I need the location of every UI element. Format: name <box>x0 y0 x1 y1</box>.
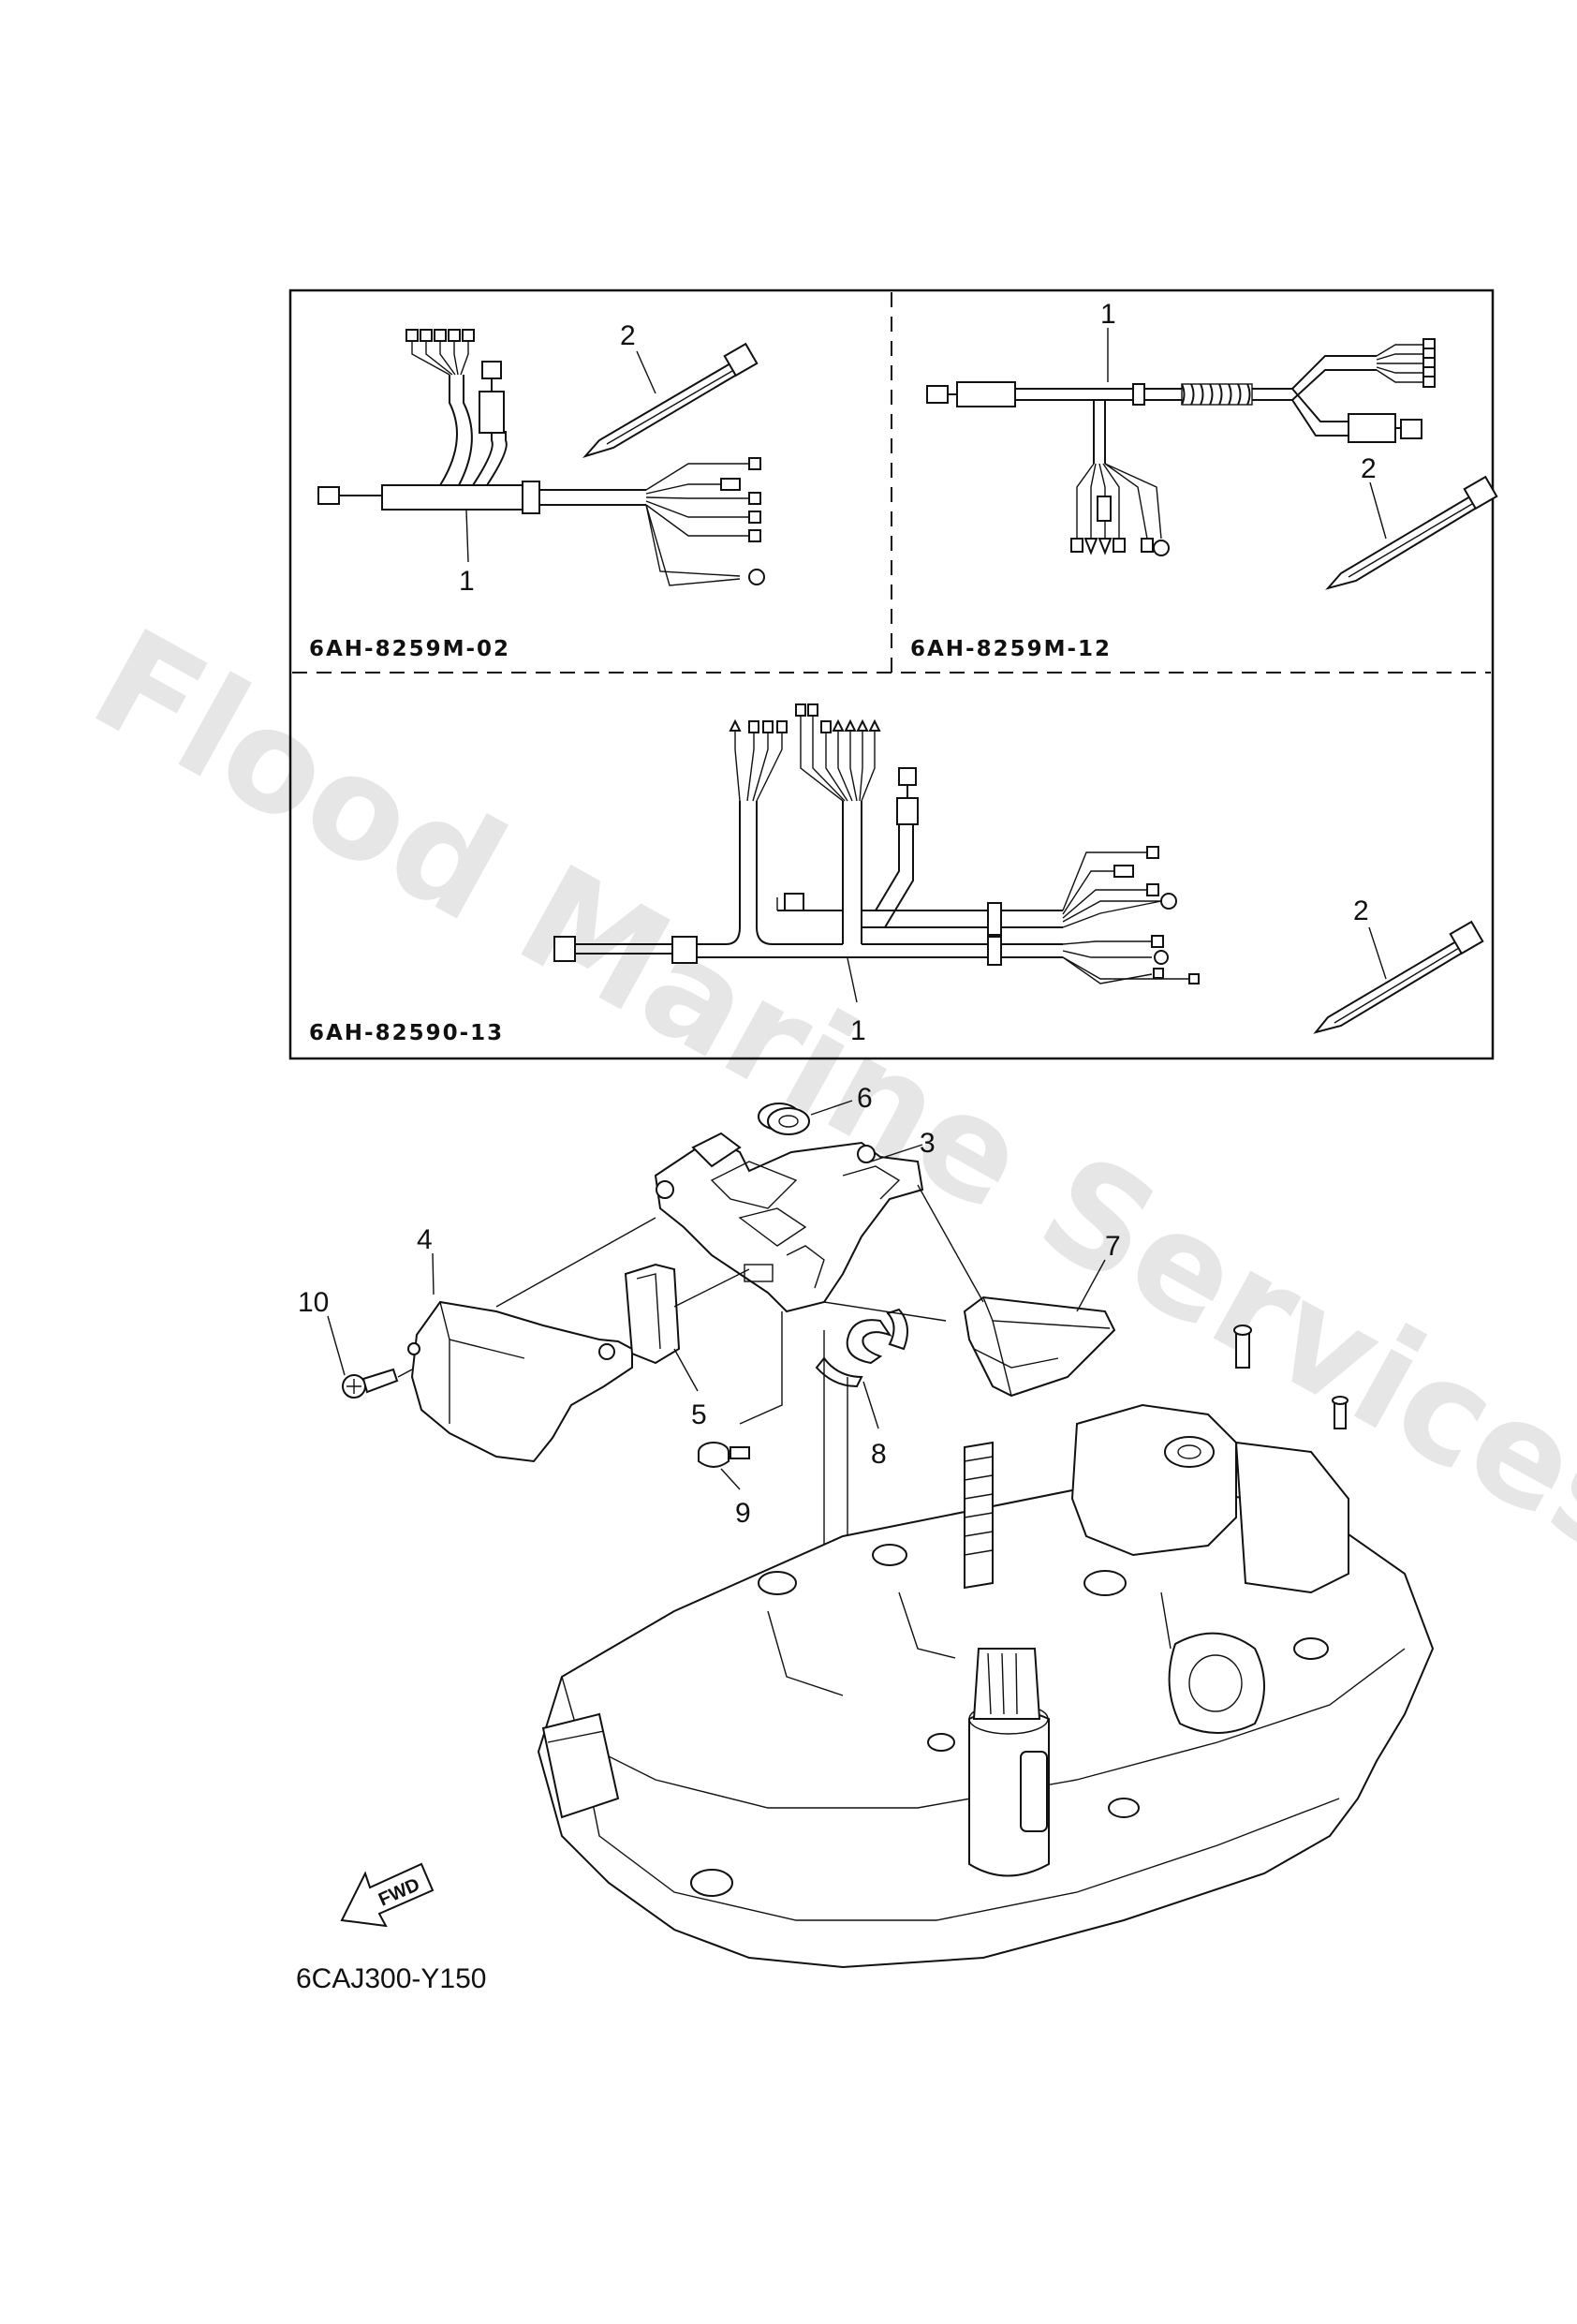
leader-4 <box>432 1252 435 1295</box>
panel-6ah-8259m-02: 1 2 6AH-8259M-02 <box>309 320 765 661</box>
leader-c1 <box>847 957 858 1003</box>
part-3-bracket <box>654 1132 924 1313</box>
callout-a2: 2 <box>620 320 636 351</box>
panel-code-c: 6AH-82590-13 <box>309 1021 504 1045</box>
exploded-assembly: 6 3 7 <box>296 1083 1435 1994</box>
leader-9 <box>720 1468 741 1490</box>
callout-6: 6 <box>857 1083 873 1114</box>
part-7-cover <box>963 1295 1116 1398</box>
callout-3: 3 <box>920 1128 936 1159</box>
callout-5: 5 <box>691 1399 707 1430</box>
leader-b2 <box>1369 481 1387 540</box>
figure-reference: 6CAJ300-Y150 <box>296 1963 486 1994</box>
engine-block <box>537 1325 1435 1969</box>
part-4-cover-plate <box>407 1300 633 1463</box>
callout-8: 8 <box>871 1439 887 1470</box>
callout-4: 4 <box>417 1224 433 1255</box>
callout-7: 7 <box>1105 1231 1121 1262</box>
leader-c2 <box>1368 926 1387 980</box>
panel-6ah-82590-13: 1 2 6AH-82590-13 <box>309 703 1484 1046</box>
wire-harness-a <box>317 329 765 586</box>
leader-7 <box>1076 1259 1106 1312</box>
leader-3 <box>870 1144 923 1162</box>
leader-a1 <box>465 510 469 563</box>
part-8-clamp <box>815 1308 908 1388</box>
cable-tie-c <box>1313 920 1484 1034</box>
callout-10: 10 <box>298 1287 329 1318</box>
callout-b2: 2 <box>1361 453 1377 484</box>
watermark: Flood Marine Services <box>68 599 1577 1590</box>
leader-a2 <box>636 350 656 394</box>
fwd-arrow: FWD <box>340 1862 435 1928</box>
cable-tie-b <box>1325 475 1498 590</box>
part-5-clip <box>624 1263 681 1365</box>
leader-8 <box>862 1381 879 1429</box>
part-6-grommet <box>758 1103 810 1135</box>
harness-variants-frame <box>288 289 1495 1060</box>
callout-c2: 2 <box>1353 896 1369 926</box>
panel-code-b: 6AH-8259M-12 <box>910 637 1112 661</box>
wire-harness-b <box>926 338 1436 556</box>
leader-5 <box>673 1348 699 1392</box>
panel-6ah-8259m-12: 1 2 6AH-8259M-12 <box>910 299 1498 661</box>
leader-10 <box>327 1315 346 1376</box>
part-9-bolt <box>698 1442 750 1468</box>
callout-c1: 1 <box>850 1015 866 1046</box>
leader-6 <box>810 1100 853 1116</box>
panel-code-a: 6AH-8259M-02 <box>309 637 510 661</box>
callout-b1: 1 <box>1100 299 1116 330</box>
callout-9: 9 <box>735 1498 751 1529</box>
part-10-screw <box>342 1368 399 1399</box>
cable-tie-a <box>582 342 759 458</box>
wire-harness-c <box>553 703 1200 984</box>
callout-a1: 1 <box>459 566 475 597</box>
